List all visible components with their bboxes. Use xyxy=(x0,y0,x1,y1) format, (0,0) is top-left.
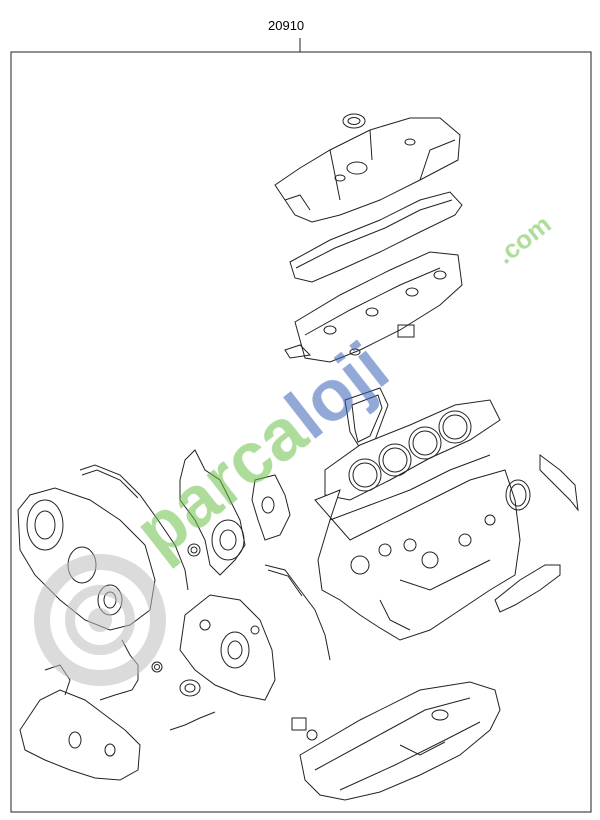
rear-oil-seal xyxy=(505,479,531,511)
part-number-label: 20910 xyxy=(268,18,305,33)
cylinder-head xyxy=(284,251,463,363)
valve-cover-gasket xyxy=(289,191,463,283)
cap-seal-ring xyxy=(342,113,366,129)
rear-seal-gasket xyxy=(539,454,579,512)
oil-pump-case xyxy=(179,594,276,701)
small-o-ring xyxy=(151,661,163,673)
timing-belt xyxy=(79,464,189,591)
gear-logo-icon xyxy=(34,554,166,686)
water-pump-gasket xyxy=(251,474,291,541)
timing-cover-lower xyxy=(19,664,141,781)
front-oil-seal xyxy=(187,543,201,557)
oil-pan-side-seal xyxy=(99,639,216,731)
watermark-domain: .com xyxy=(490,209,556,270)
oil-drain-plug xyxy=(291,717,318,741)
crankshaft-front-seal xyxy=(179,679,201,697)
oil-pan-rail-gasket xyxy=(494,564,561,613)
cylinder-block xyxy=(314,454,521,641)
diagram-frame xyxy=(10,51,592,813)
timing-case-gasket xyxy=(179,449,246,576)
valve-cover xyxy=(274,117,461,223)
head-gasket xyxy=(324,399,501,501)
oil-pan xyxy=(299,681,501,801)
front-case-gasket xyxy=(264,564,331,661)
